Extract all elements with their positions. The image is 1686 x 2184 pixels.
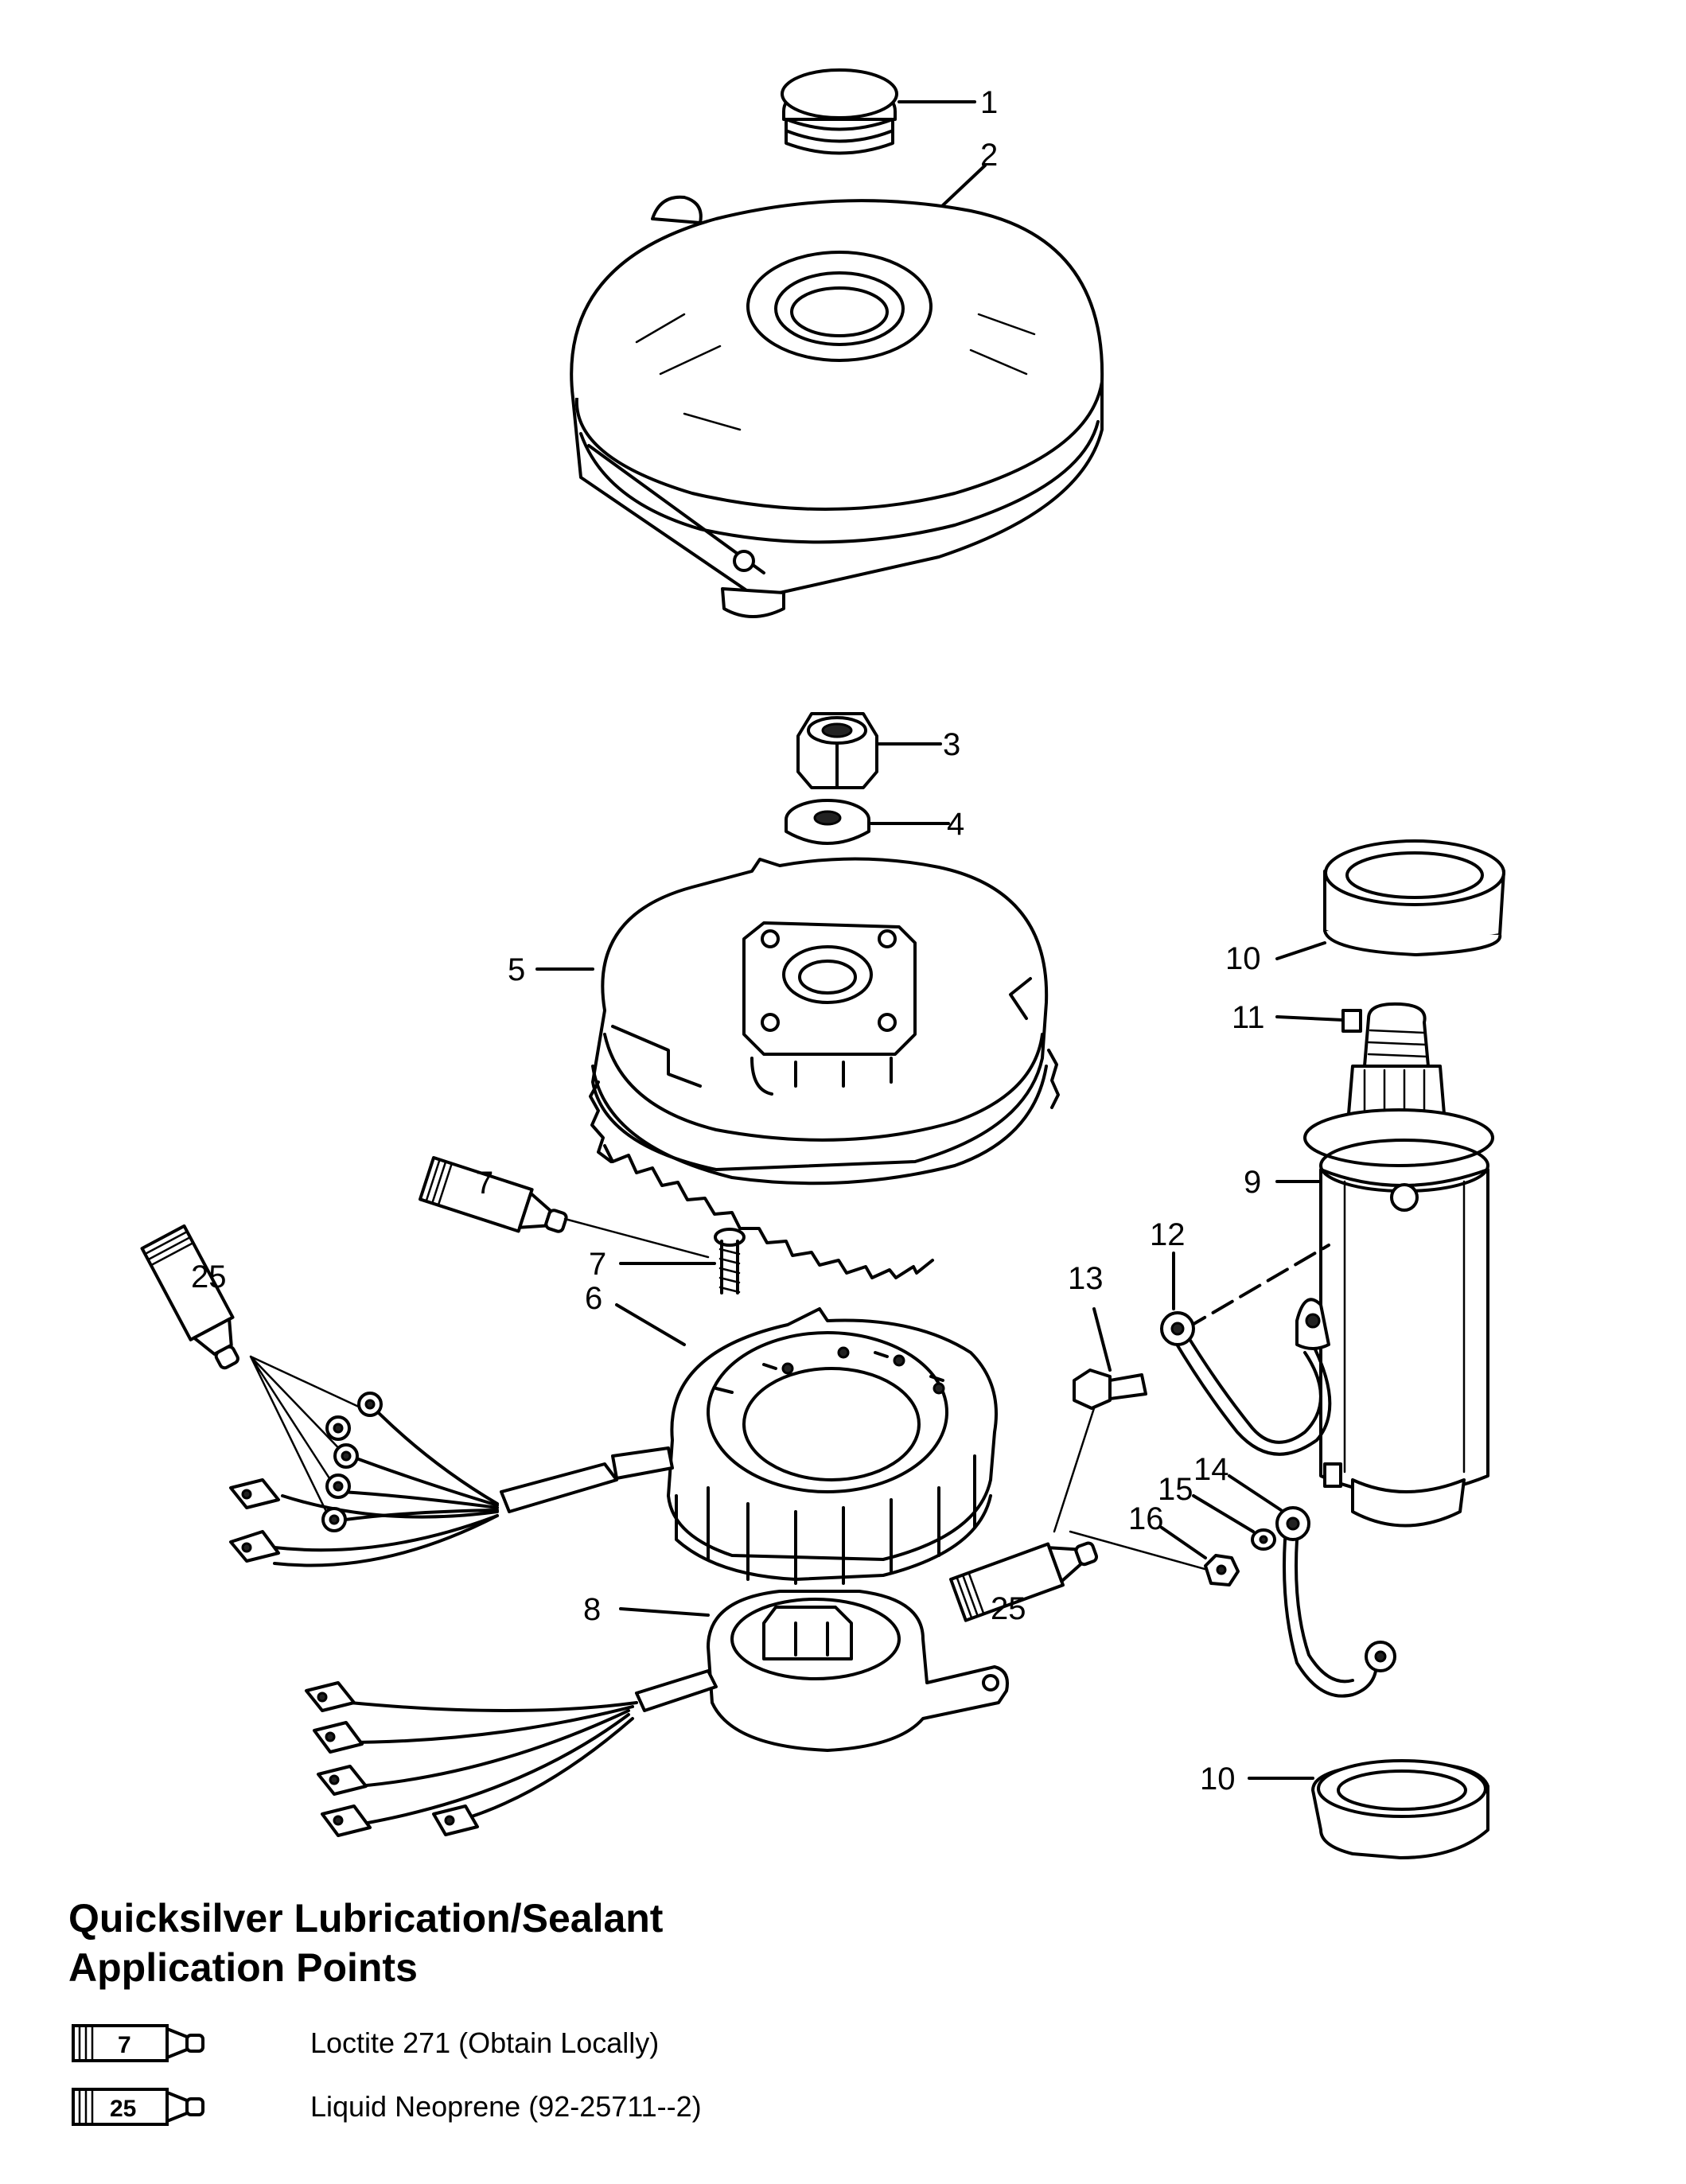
callout-10-bottom: 10 — [1200, 1762, 1236, 1797]
tube-25-left-label: 25 — [191, 1259, 227, 1294]
part-13-bolt — [1073, 1368, 1147, 1410]
stator-wire-harness — [229, 1392, 499, 1567]
callout-5: 5 — [508, 952, 525, 987]
legend-title-line-2: Application Points — [68, 1945, 418, 1990]
tube-7-icon: 7 — [72, 2024, 204, 2062]
part-1-cap — [781, 68, 898, 155]
legend-number-7: 7 — [118, 2032, 131, 2058]
part-9-starter-motor — [1303, 1002, 1494, 1528]
tube-7-label: 7 — [476, 1166, 493, 1201]
part-14-ground-cable — [1275, 1506, 1396, 1698]
callout-13: 13 — [1068, 1261, 1104, 1296]
part-3-nut — [796, 712, 878, 789]
callout-2: 2 — [980, 138, 998, 173]
part-7-screw — [714, 1228, 746, 1294]
callout-7: 7 — [589, 1247, 606, 1282]
callout-15: 15 — [1158, 1472, 1193, 1507]
legend-number-25: 25 — [110, 2096, 136, 2122]
callout-1: 1 — [980, 85, 998, 120]
legend-title: Quicksilver Lubrication/Sealant Applicat… — [68, 1894, 663, 1992]
part-8-trigger — [635, 1590, 1009, 1752]
legend-item-neoprene: 25 Liquid Neoprene (92-25711--2) — [72, 2085, 702, 2129]
legend-desc-neoprene: Liquid Neoprene (92-25711--2) — [310, 2090, 702, 2123]
part-15-lock-washer — [1251, 1528, 1276, 1551]
callout-14: 14 — [1193, 1452, 1229, 1487]
callout-4: 4 — [947, 807, 964, 842]
callout-8: 8 — [583, 1592, 601, 1627]
callout-6: 6 — [585, 1281, 602, 1316]
part-10-bottom-cap — [1311, 1759, 1489, 1859]
part-2-flywheel-cover — [570, 195, 1104, 618]
tube-25-right-label: 25 — [991, 1591, 1026, 1626]
legend-item-loctite: 7 Loctite 271 (Obtain Locally) — [72, 2021, 659, 2065]
callout-9: 9 — [1244, 1165, 1261, 1200]
neoprene-tube-right-icon — [949, 1541, 1099, 1622]
neoprene-tube-left-icon — [140, 1224, 239, 1370]
loctite-tube-icon — [419, 1156, 568, 1233]
part-16-nut — [1204, 1554, 1240, 1586]
part-10-top-cap — [1323, 839, 1505, 956]
part-5-flywheel — [589, 857, 1060, 1279]
part-12-cable — [1160, 1298, 1332, 1456]
part-6-stator — [500, 1307, 998, 1585]
trigger-wire-harness — [305, 1681, 638, 1837]
callout-11: 11 — [1232, 1000, 1265, 1035]
part-11-clip — [1341, 1009, 1362, 1033]
legend-desc-loctite: Loctite 271 (Obtain Locally) — [310, 2026, 660, 2059]
legend-title-line-1: Quicksilver Lubrication/Sealant — [68, 1896, 664, 1941]
callout-16: 16 — [1128, 1501, 1164, 1536]
callout-12: 12 — [1150, 1217, 1186, 1252]
part-4-washer — [785, 799, 870, 845]
callout-10-top: 10 — [1225, 941, 1261, 976]
callout-3: 3 — [943, 727, 960, 762]
tube-25-icon: 25 — [72, 2088, 204, 2126]
